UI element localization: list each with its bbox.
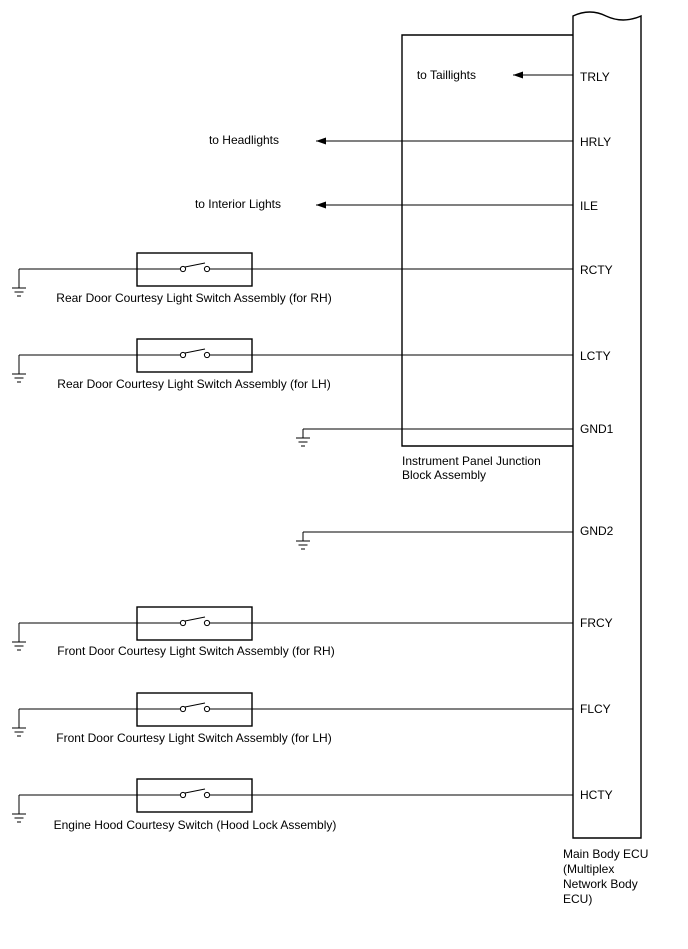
- switch-circuit-hcty: Engine Hood Courtesy Switch (Hood Lock A…: [12, 778, 613, 832]
- pin-label: TRLY: [580, 70, 610, 84]
- junction-block-label-line-1: Instrument Panel Junction: [402, 454, 541, 468]
- switch-icon: [137, 702, 252, 713]
- pin-label: RCTY: [580, 263, 613, 277]
- ground-icon: [12, 813, 26, 823]
- ground-icon: [296, 437, 310, 447]
- pin-label: HCTY: [580, 788, 613, 802]
- switch-circuit-lcty: Rear Door Courtesy Light Switch Assembly…: [12, 338, 611, 391]
- ground-circuit-gnd2: GND2: [296, 524, 614, 550]
- switch-circuit-frcy: Front Door Courtesy Light Switch Assembl…: [12, 606, 613, 658]
- output-interior-lights: to Interior Lights ILE: [195, 197, 598, 213]
- junction-block: Instrument Panel Junction Block Assembly: [401, 34, 573, 482]
- ecu-label-line-2: (Multiplex: [563, 862, 614, 876]
- pin-label: GND2: [580, 524, 614, 538]
- output-headlights: to Headlights HRLY: [209, 133, 611, 149]
- ground-icon: [12, 287, 26, 297]
- pin-label: HRLY: [580, 135, 611, 149]
- output-label: to Headlights: [209, 133, 279, 147]
- switch-circuit-rcty: Rear Door Courtesy Light Switch Assembly…: [12, 252, 613, 305]
- output-label: to Interior Lights: [195, 197, 281, 211]
- ground-icon: [12, 641, 26, 651]
- switch-icon: [137, 348, 252, 359]
- pin-label: GND1: [580, 422, 614, 436]
- pin-label: FRCY: [580, 616, 613, 630]
- switch-circuit-flcy: Front Door Courtesy Light Switch Assembl…: [12, 692, 611, 745]
- switch-label: Front Door Courtesy Light Switch Assembl…: [56, 731, 331, 745]
- main-body-ecu: Main Body ECU (Multiplex Network Body EC…: [563, 11, 648, 906]
- arrow-left-icon: [316, 201, 326, 209]
- switch-icon: [137, 262, 252, 273]
- switch-label: Rear Door Courtesy Light Switch Assembly…: [57, 377, 330, 391]
- switch-label: Front Door Courtesy Light Switch Assembl…: [57, 644, 334, 658]
- switch-label: Engine Hood Courtesy Switch (Hood Lock A…: [54, 818, 337, 832]
- switch-icon: [137, 616, 252, 627]
- pin-label: ILE: [580, 199, 598, 213]
- arrow-left-icon: [316, 137, 326, 145]
- switch-icon: [137, 788, 252, 799]
- junction-block-label-line-2: Block Assembly: [402, 468, 486, 482]
- ground-icon: [12, 373, 26, 383]
- pin-label: FLCY: [580, 702, 611, 716]
- arrow-left-icon: [513, 71, 523, 79]
- ecu-label-line-1: Main Body ECU: [563, 847, 648, 861]
- output-label: to Taillights: [417, 68, 476, 82]
- ground-circuit-gnd1: GND1: [296, 422, 614, 447]
- ecu-label-line-4: ECU): [563, 892, 592, 906]
- ground-icon: [12, 727, 26, 737]
- ground-icon: [296, 540, 310, 550]
- switch-label: Rear Door Courtesy Light Switch Assembly…: [56, 291, 331, 305]
- output-taillights: to Taillights TRLY: [417, 68, 610, 84]
- pin-label: LCTY: [580, 349, 611, 363]
- ecu-label-line-3: Network Body: [563, 877, 638, 891]
